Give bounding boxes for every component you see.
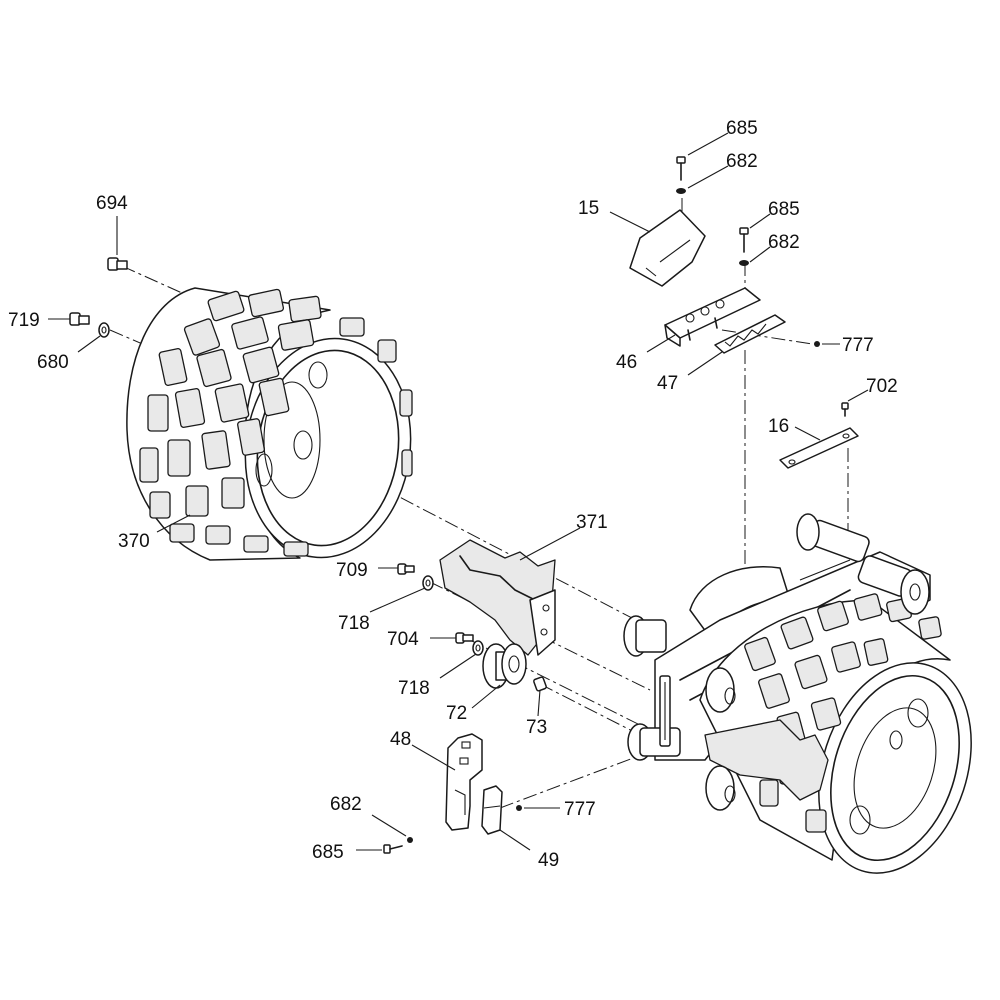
- screw-685-lower: [383, 844, 403, 854]
- callout-682-lower: 682: [330, 794, 362, 815]
- drum-rollers: [623, 513, 930, 811]
- drum-assembly: [623, 513, 972, 874]
- leader-lines: [48, 132, 869, 851]
- callout-702: 702: [866, 376, 898, 397]
- callout-371: 371: [576, 512, 608, 533]
- callout-49: 49: [538, 850, 559, 871]
- bracket-371: [439, 539, 556, 656]
- callout-704: 704: [387, 629, 419, 650]
- washer-682-lower: [407, 837, 413, 843]
- roller-72: [482, 643, 527, 689]
- bolt-704: [455, 632, 474, 644]
- bolt-719: [69, 312, 90, 326]
- callout-682-top: 682: [726, 151, 758, 172]
- callout-680: 680: [37, 352, 69, 373]
- callout-709: 709: [336, 560, 368, 581]
- callout-73: 73: [526, 717, 547, 738]
- callout-370: 370: [118, 531, 150, 552]
- set-screw-73: [533, 676, 547, 692]
- washer-680: [98, 322, 110, 338]
- screw-702: [841, 402, 849, 417]
- screw-685-upper-right: [739, 227, 749, 253]
- callout-682-mid: 682: [768, 232, 800, 253]
- tread-lugs: [139, 288, 413, 557]
- washer-718-upper: [422, 575, 434, 591]
- callout-labels: 685 682 15 685 682 694 719 680 46 777 47…: [8, 118, 898, 871]
- nut-777-lower: [516, 805, 522, 811]
- block-49: [481, 785, 503, 835]
- cover-15: [629, 209, 706, 287]
- callout-685-lower: 685: [312, 842, 344, 863]
- callout-16: 16: [768, 416, 789, 437]
- callout-72: 72: [446, 703, 467, 724]
- washer-682-upper-right: [739, 260, 749, 266]
- rail-46: [664, 287, 761, 347]
- callout-777-lower: 777: [564, 799, 596, 820]
- washer-718-lower: [472, 640, 484, 656]
- callout-719: 719: [8, 310, 40, 331]
- rail-47: [714, 314, 786, 354]
- callout-47: 47: [657, 373, 678, 394]
- clamp-48: [445, 733, 483, 831]
- callout-718-lower: 718: [398, 678, 430, 699]
- callout-46: 46: [616, 352, 637, 373]
- callout-694: 694: [96, 193, 128, 214]
- callout-685-mid: 685: [768, 199, 800, 220]
- tread-shell-370: [126, 287, 413, 561]
- washer-682-upper-left: [676, 188, 686, 194]
- callout-685-top: 685: [726, 118, 758, 139]
- callout-48: 48: [390, 729, 411, 750]
- bolt-709: [397, 563, 415, 575]
- callout-777-upper: 777: [842, 335, 874, 356]
- plate-16: [779, 427, 859, 469]
- screw-685-upper-left: [676, 156, 686, 181]
- callout-718-upper: 718: [338, 613, 370, 634]
- nut-777-upper: [814, 341, 820, 347]
- bolt-694: [107, 257, 128, 271]
- callout-15: 15: [578, 198, 599, 219]
